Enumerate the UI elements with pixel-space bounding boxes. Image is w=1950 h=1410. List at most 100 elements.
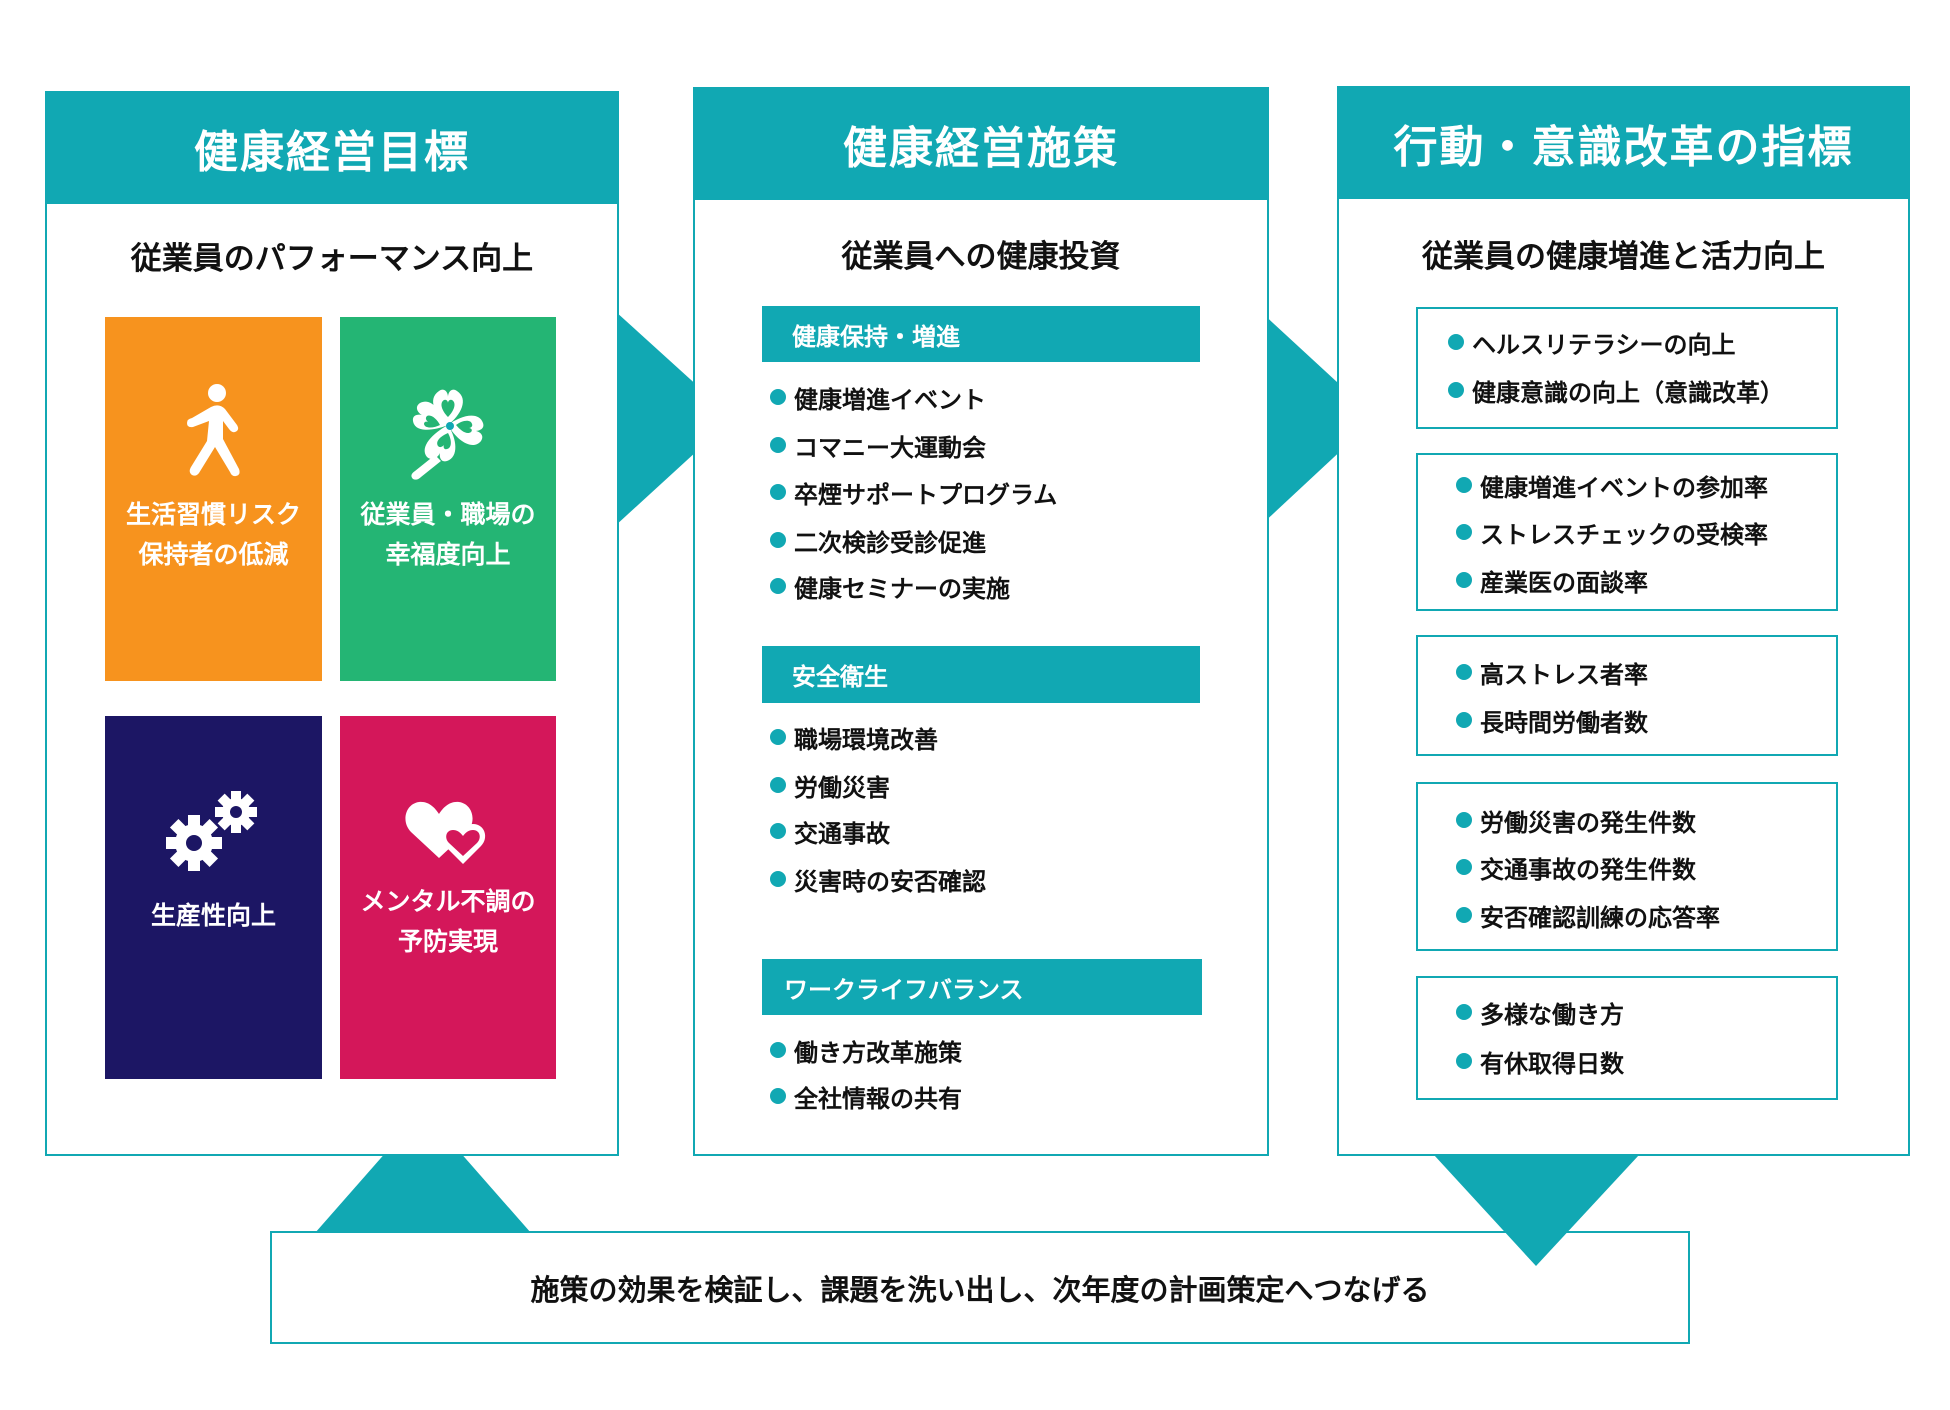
tile-line1: 生産性向上 [150,901,276,930]
item-text: コマニー大運動会 [794,433,986,462]
goals-header: 健康経営目標 [45,91,619,204]
list-item: 二次検診受診促進 [770,523,986,557]
list-item: 有休取得日数 [1456,1044,1624,1078]
bullet-icon [1456,1053,1472,1069]
list-item: 安否確認訓練の応答率 [1456,898,1720,932]
bullet-icon [770,389,786,405]
indicator-group-literacy [1416,307,1838,429]
bullet-icon [1456,524,1472,540]
item-text: 卒煙サポートプログラム [794,480,1058,509]
list-item: 卒煙サポートプログラム [770,475,1057,509]
tile-mental-health: メンタル不調の 予防実現 [340,716,556,1079]
clover-icon [411,389,484,480]
hearts-icon [405,801,486,864]
bullet-icon [1456,859,1472,875]
item-text: 二次検診受診促進 [794,528,986,557]
section-work-life-balance: ワークライフバランス [762,959,1202,1015]
list-item: 高ストレス者率 [1456,655,1648,689]
list-item: コマニー大運動会 [770,428,986,462]
tile-line2: 保持者の低減 [138,540,289,569]
bullet-icon [1456,812,1472,828]
feedback-box: 施策の効果を検証し、課題を洗い出し、次年度の計画策定へつなげる [270,1231,1690,1344]
bullet-icon [1456,907,1472,923]
tile-line1: 従業員・職場の [360,500,536,529]
list-item: 産業医の面談率 [1456,563,1648,597]
bullet-icon [770,578,786,594]
item-text: 健康意識の向上（意識改革） [1472,378,1784,407]
arrow-right-measures-to-indicators [1260,311,1376,526]
item-text: 長時間労働者数 [1480,708,1648,737]
indicator-group-participation [1416,453,1838,611]
section-health-maintenance: 健康保持・増進 [762,306,1200,362]
bullet-icon [770,871,786,887]
tile-mental-health-label: メンタル不調の 予防実現 [340,882,556,962]
list-item: 長時間労働者数 [1456,703,1648,737]
list-item: 健康増進イベントの参加率 [1456,468,1768,502]
bullet-icon [1456,712,1472,728]
tile-lifestyle-risk-label: 生活習慣リスク 保持者の低減 [105,495,322,575]
indicator-group-work-style [1416,976,1838,1100]
item-text: 労働災害 [794,773,890,802]
indicator-group-safety [1416,782,1838,951]
list-item: 全社情報の共有 [770,1079,962,1113]
item-text: 交通事故 [794,819,890,848]
list-item: 労働災害の発生件数 [1456,803,1696,837]
item-text: 有休取得日数 [1480,1049,1624,1078]
tile-line2: 幸福度向上 [385,540,511,569]
item-text: 職場環境改善 [794,725,938,754]
measures-subtitle: 従業員への健康投資 [841,239,1121,275]
bullet-icon [770,437,786,453]
bullet-icon [770,823,786,839]
list-item: 働き方改革施策 [770,1033,962,1067]
tile-line1: 生活習慣リスク [125,500,301,529]
tile-wellbeing: 従業員・職場の 幸福度向上 [340,317,556,681]
bullet-icon [770,1088,786,1104]
list-item: ストレスチェックの受検率 [1456,515,1768,549]
item-text: 働き方改革施策 [794,1038,962,1067]
goals-subtitle: 従業員のパフォーマンス向上 [130,241,534,277]
item-text: 健康セミナーの実施 [794,574,1010,603]
item-text: 産業医の面談率 [1480,568,1648,597]
tile-lifestyle-risk: 生活習慣リスク 保持者の低減 [105,317,322,681]
item-text: 高ストレス者率 [1480,660,1648,689]
bullet-icon [1448,382,1464,398]
section-safety-health: 安全衛生 [762,646,1200,703]
item-text: 健康増進イベント [794,385,986,414]
item-text: 全社情報の共有 [794,1084,962,1113]
indicators-subtitle: 従業員の健康増進と活力向上 [1422,239,1825,275]
bullet-icon [1456,1004,1472,1020]
item-text: 安否確認訓練の応答率 [1480,903,1720,932]
list-item: 災害時の安否確認 [770,862,986,896]
tile-productivity-label: 生産性向上 [105,896,322,936]
gears-icon [165,791,257,871]
list-item: ヘルスリテラシーの向上 [1448,325,1736,359]
bullet-icon [1456,477,1472,493]
tile-line1: メンタル不調の [360,887,536,916]
bullet-icon [1456,572,1472,588]
item-text: 災害時の安否確認 [794,867,986,896]
list-item: 交通事故 [770,814,890,848]
bullet-icon [1456,664,1472,680]
item-text: ストレスチェックの受検率 [1480,520,1768,549]
bullet-icon [770,777,786,793]
tile-productivity: 生産性向上 [105,716,322,1079]
indicators-header: 行動・意識改革の指標 [1337,86,1910,199]
list-item: 多様な働き方 [1456,995,1624,1029]
measures-header: 健康経営施策 [693,87,1269,200]
list-item: 健康増進イベント [770,380,986,414]
bullet-icon [770,729,786,745]
item-text: 多様な働き方 [1480,1000,1624,1029]
arrow-up-feedback-to-goals [315,1110,531,1233]
bullet-icon [770,532,786,548]
bullet-icon [770,1042,786,1058]
item-text: 健康増進イベントの参加率 [1480,473,1768,502]
tile-wellbeing-label: 従業員・職場の 幸福度向上 [340,495,556,575]
item-text: 労働災害の発生件数 [1480,808,1696,837]
list-item: 職場環境改善 [770,720,938,754]
list-item: 健康セミナーの実施 [770,569,1010,603]
indicator-group-stress [1416,635,1838,756]
bullet-icon [770,484,786,500]
walking-person-icon [186,384,240,477]
item-text: 交通事故の発生件数 [1480,855,1696,884]
arrow-right-goals-to-measures [615,311,733,526]
